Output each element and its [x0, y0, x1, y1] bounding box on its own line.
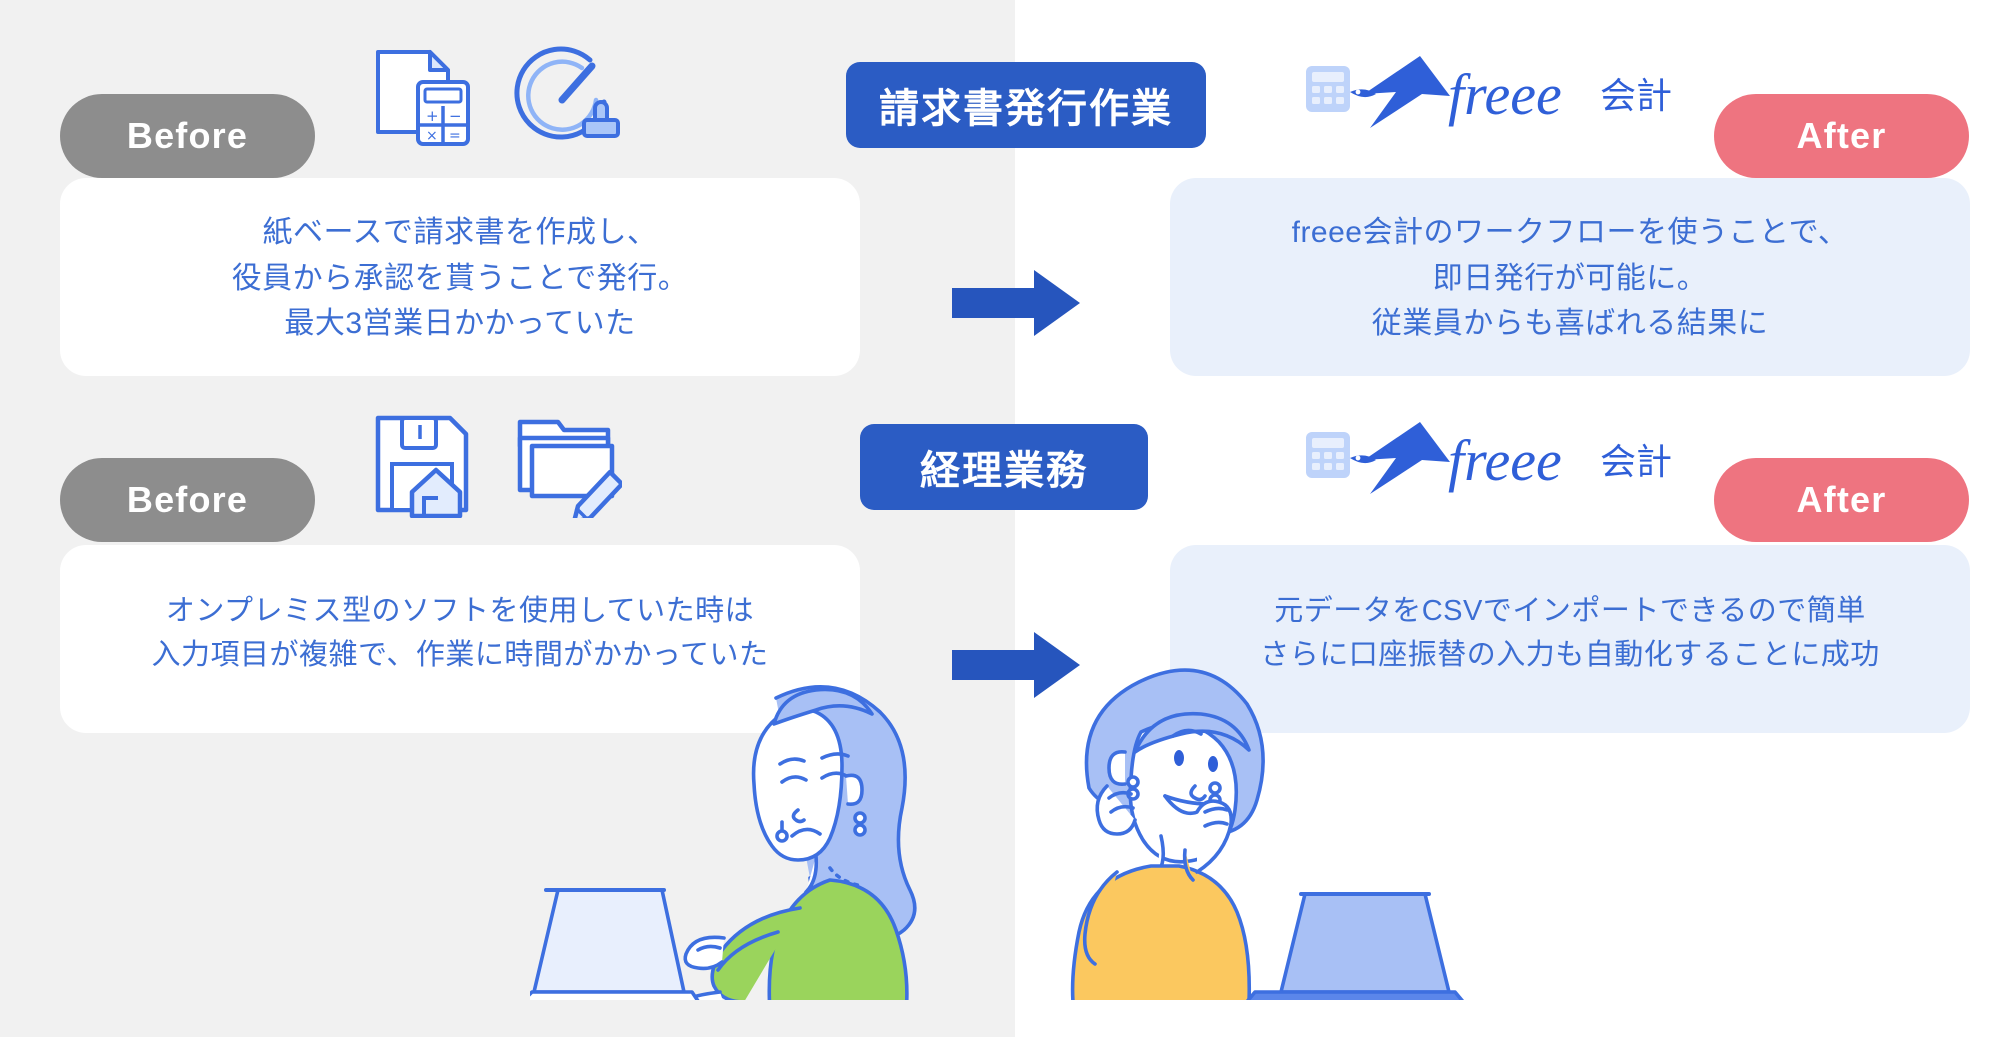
after-card-row1: freee会計のワークフローを使うことで、 即日発行が可能に。 従業員からも喜ば… — [1170, 178, 1970, 376]
before-badge-label-row2: Before — [126, 479, 249, 520]
svg-text:×: × — [426, 128, 438, 144]
svg-text:会計: 会計 — [1600, 442, 1672, 483]
after-text-row1: freee会計のワークフローを使うことで、 即日発行が可能に。 従業員からも喜ば… — [1291, 216, 1849, 341]
sad-woman-laptop-illustration — [487, 640, 970, 1025]
after-badge-label-row1: After — [1796, 115, 1887, 156]
process-label-row1: 請求書発行作業 — [846, 62, 1206, 148]
svg-text:−: − — [449, 107, 462, 125]
process-label-text-row2: 経理業務 — [920, 449, 1088, 493]
before-text-row1: 紙ベースで請求書を作成し、 役員から承認を貰うことで発行。 最大3営業日かかって… — [231, 216, 689, 341]
after-card-row2: 元データをCSVでインポートできるので簡単 さらに口座振替の入力も自動化すること… — [1170, 545, 1970, 733]
after-badge-row1: After — [1714, 94, 1969, 178]
transition-arrow-row2 — [952, 630, 1080, 700]
before-badge-row1: Before — [60, 94, 315, 178]
transition-arrow-row1 — [952, 268, 1080, 338]
svg-text:+: + — [426, 107, 439, 125]
after-badge-row2: After — [1714, 458, 1969, 542]
freee-kaikei-logo-row2: freee 会計 — [1300, 418, 1680, 498]
svg-text:会計: 会計 — [1600, 76, 1672, 117]
freee-kaikei-logo-row1: freee 会計 — [1300, 52, 1680, 132]
after-text-row2: 元データをCSVでインポートできるので簡単 さらに口座振替の入力も自動化すること… — [1260, 595, 1880, 672]
before-badge-label-row1: Before — [126, 115, 249, 156]
document-calculator-icon: + − × = — [368, 40, 478, 150]
process-label-row2: 経理業務 — [860, 424, 1148, 510]
happy-woman-laptop-illustration — [1002, 640, 1495, 1007]
folder-pencil-icon — [512, 408, 625, 525]
before-badge-row2: Before — [60, 458, 315, 542]
process-label-text-row1: 請求書発行作業 — [879, 87, 1173, 131]
svg-text:=: = — [449, 128, 461, 144]
svg-text:freee: freee — [1448, 428, 1562, 493]
clock-stamp-icon — [512, 40, 622, 150]
floppy-disk-house-icon — [368, 408, 478, 519]
svg-text:freee: freee — [1448, 62, 1562, 127]
before-text-row2: オンプレミス型のソフトを使用していた時は 入力項目が複雑で、作業に時間がかかって… — [151, 595, 769, 672]
before-card-row1: 紙ベースで請求書を作成し、 役員から承認を貰うことで発行。 最大3営業日かかって… — [60, 178, 860, 376]
before-card-row2: オンプレミス型のソフトを使用していた時は 入力項目が複雑で、作業に時間がかかって… — [60, 545, 860, 733]
after-badge-label-row2: After — [1796, 479, 1887, 520]
